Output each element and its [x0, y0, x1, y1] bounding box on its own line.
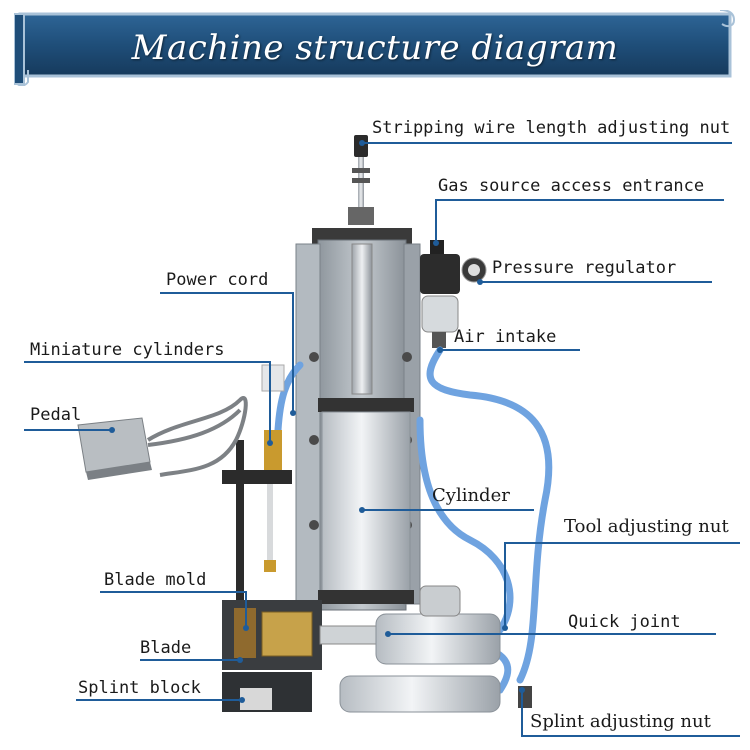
stripping-nut-assembly — [348, 135, 374, 225]
leader-lines — [24, 142, 740, 737]
label-splint-block: Splint block — [78, 678, 201, 698]
pedal — [77, 417, 152, 480]
label-splint-adjusting-nut: Splint adjusting nut — [530, 711, 711, 732]
leader-dots — [109, 140, 525, 703]
label-cylinder: Cylinder — [432, 485, 510, 506]
label-air-intake: Air intake — [454, 327, 557, 347]
label-gas-source: Gas source access entrance — [438, 176, 705, 196]
power-cord — [146, 396, 248, 477]
cylinder-body — [318, 398, 414, 604]
banner-ribbon — [14, 10, 736, 86]
label-stripping-nut: Stripping wire length adjusting nut — [372, 118, 731, 138]
label-tool-adjusting-nut: Tool adjusting nut — [564, 516, 729, 537]
blade-mold-assembly — [222, 600, 322, 712]
label-blade-mold: Blade mold — [104, 570, 207, 590]
label-pedal: Pedal — [30, 405, 82, 425]
title-banner: Machine structure diagram — [14, 10, 736, 86]
page-title: Machine structure diagram — [131, 28, 619, 68]
label-quick-joint: Quick joint — [568, 612, 681, 632]
label-power-cord: Power cord — [166, 270, 269, 290]
pressure-regulator-unit — [420, 240, 487, 348]
label-miniature-cylinders: Miniature cylinders — [30, 340, 225, 360]
miniature-cylinder-assembly — [222, 364, 292, 600]
label-blade: Blade — [140, 638, 192, 658]
label-pressure-regulator: Pressure regulator — [492, 258, 677, 278]
